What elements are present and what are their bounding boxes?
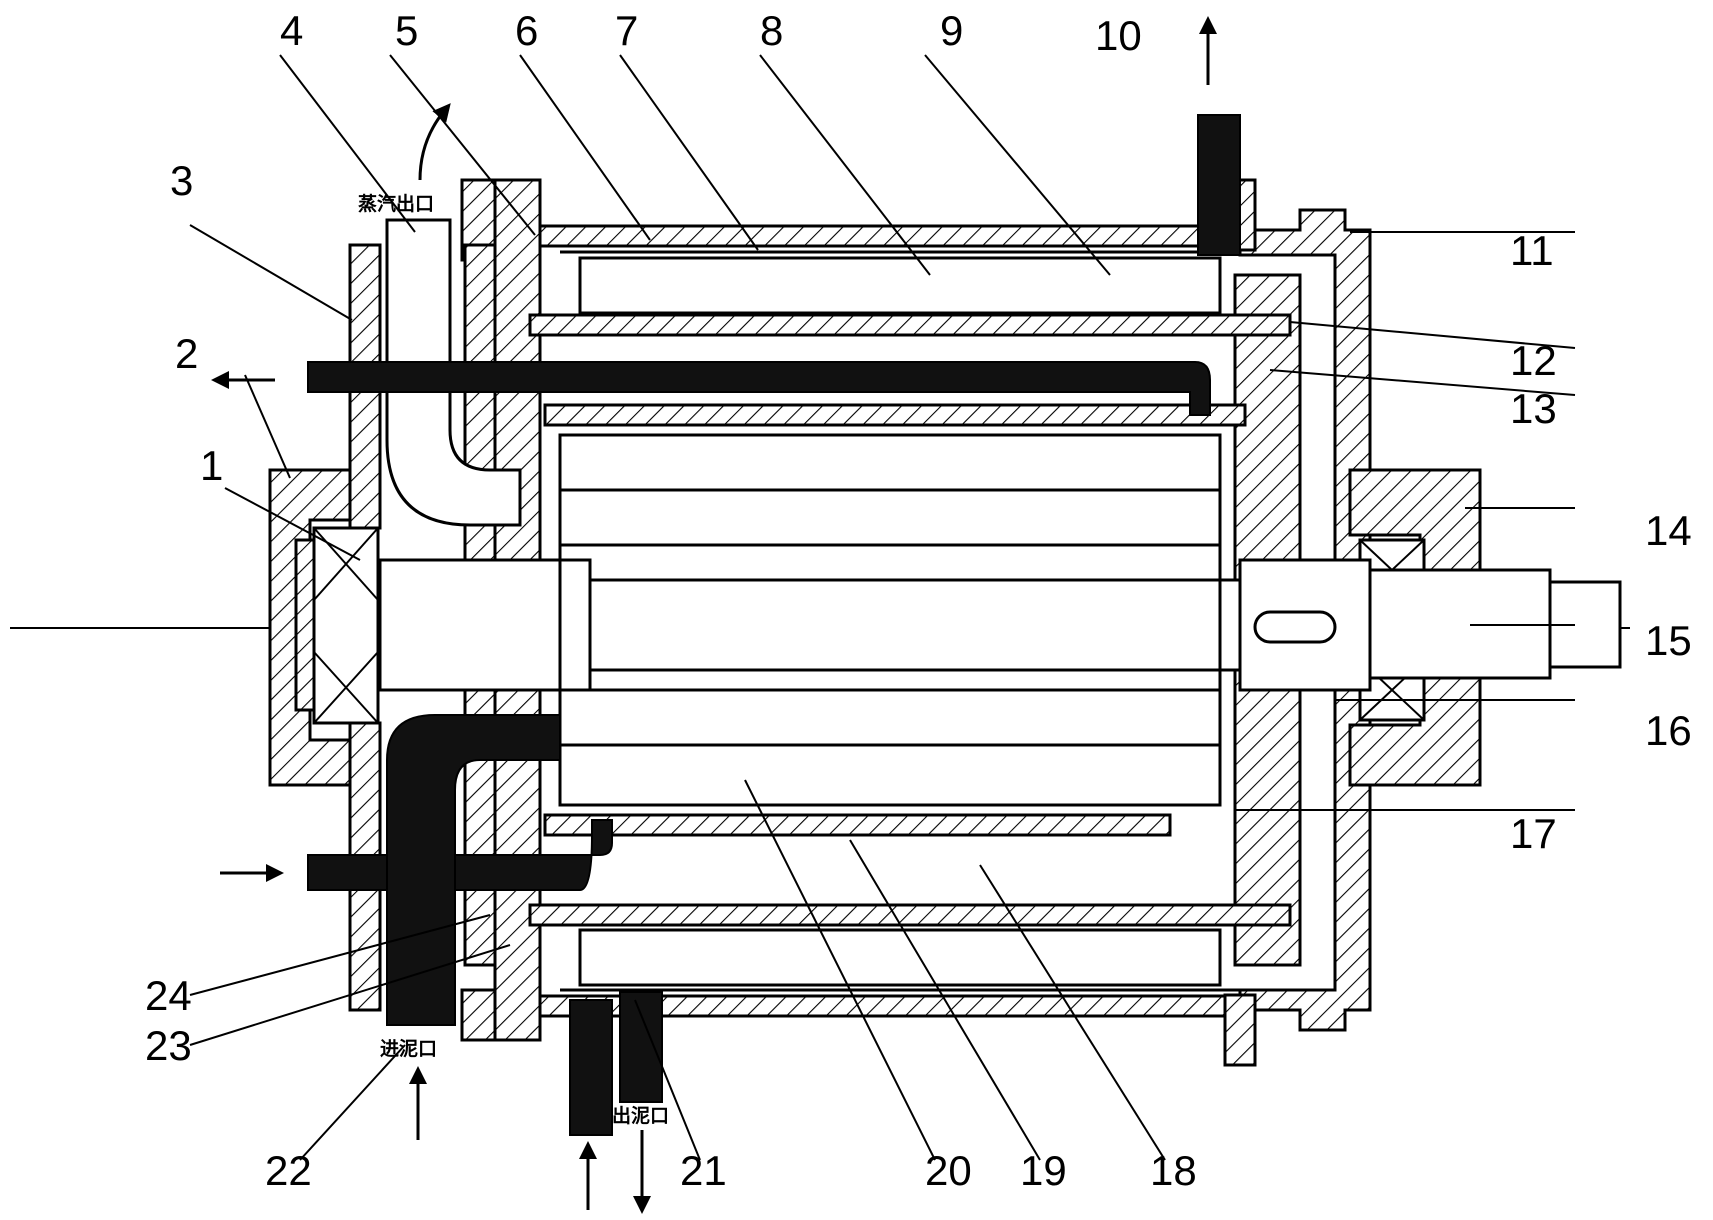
callout-22: 22 bbox=[265, 1147, 312, 1194]
inner-rotor-drum bbox=[543, 403, 1247, 837]
sludge-outlet-pipe-a bbox=[569, 999, 613, 1136]
callout-24: 24 bbox=[145, 972, 192, 1019]
callout-18: 18 bbox=[1150, 1147, 1197, 1194]
callout-5: 5 bbox=[395, 7, 418, 54]
callout-23: 23 bbox=[145, 1022, 192, 1069]
callout-6: 6 bbox=[515, 7, 538, 54]
steam-exit-arrow bbox=[418, 103, 451, 181]
callout-16: 16 bbox=[1645, 707, 1692, 754]
callout-14: 14 bbox=[1645, 507, 1692, 554]
callout-8: 8 bbox=[760, 7, 783, 54]
sludge-outlet-label: 出泥口 bbox=[612, 1104, 669, 1127]
steam-outlet-label: 蒸汽出口 bbox=[358, 192, 434, 215]
main-shaft bbox=[378, 558, 1622, 692]
callout-7: 7 bbox=[615, 7, 638, 54]
callout-15: 15 bbox=[1645, 617, 1692, 664]
callout-12: 12 bbox=[1510, 337, 1557, 384]
upper-outer-tube-bank bbox=[528, 256, 1292, 337]
callout-numbers: 1 2 3 4 5 6 7 8 9 10 11 12 13 14 15 16 1… bbox=[145, 7, 1692, 1194]
lower-outer-tube-bank bbox=[528, 903, 1292, 987]
sludge-inlet-pipe bbox=[386, 714, 561, 1026]
vapor-outlet-pipe-10 bbox=[1197, 114, 1241, 256]
callout-4: 4 bbox=[280, 7, 303, 54]
callout-3: 3 bbox=[170, 157, 193, 204]
left-end-cover bbox=[348, 243, 382, 1012]
steam-outlet-pipe bbox=[385, 218, 522, 527]
callout-1: 1 bbox=[200, 442, 223, 489]
callout-13: 13 bbox=[1510, 385, 1557, 432]
left-bearing-housing bbox=[268, 468, 382, 787]
callout-11: 11 bbox=[1510, 227, 1554, 274]
sludge-inlet-label: 进泥口 bbox=[380, 1038, 437, 1060]
callout-19: 19 bbox=[1020, 1147, 1067, 1194]
callout-21: 21 bbox=[680, 1147, 727, 1194]
callout-2: 2 bbox=[175, 330, 198, 377]
callout-9: 9 bbox=[940, 7, 963, 54]
callout-leaders bbox=[189, 54, 1576, 1161]
callout-20: 20 bbox=[925, 1147, 972, 1194]
callout-17: 17 bbox=[1510, 810, 1557, 857]
lower-heating-pipe bbox=[307, 819, 613, 891]
sludge-outlet-pipe-b bbox=[619, 991, 663, 1103]
upper-heating-pipe bbox=[307, 361, 1211, 416]
callout-10: 10 bbox=[1095, 12, 1142, 59]
